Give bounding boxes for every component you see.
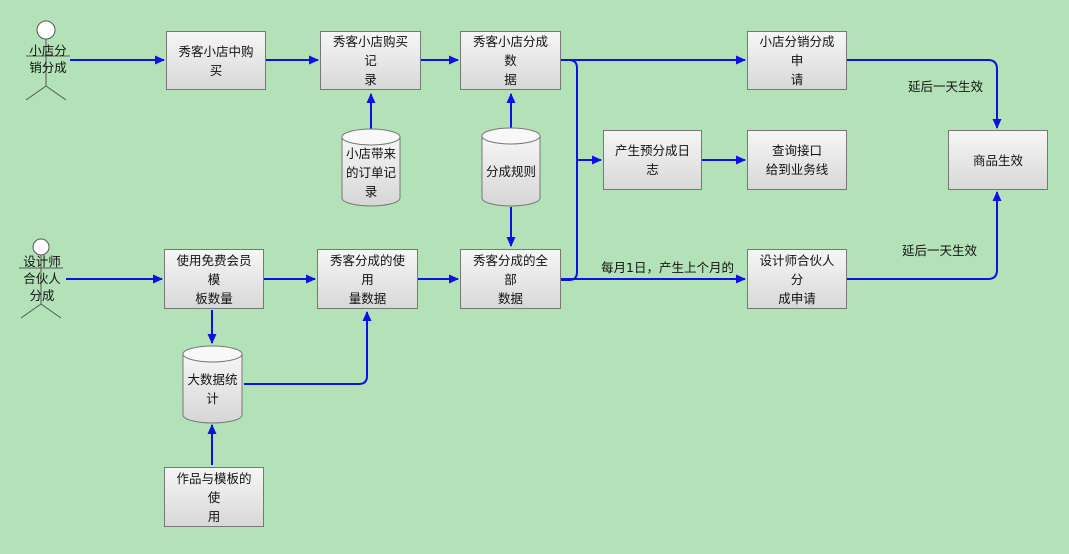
datastore-label: 分成规则 (485, 163, 536, 179)
cylinder-icon (481, 127, 541, 207)
datastore-big-data-stats: 大数据统 计 (182, 344, 243, 425)
edge-label-delay-bottom: 延后一天生效 (902, 243, 978, 258)
actor-shop-distribution: 小店分 销分成 (20, 18, 80, 103)
cylinder-icon (341, 128, 401, 207)
node-commission-usage-data: 秀客分成的使用 量数据 (317, 249, 418, 309)
edge-label-monthly: 每月1日，产生上个月的 (601, 260, 734, 275)
edge-bigdata-to-usage (244, 311, 372, 385)
node-shop-purchase-records: 秀客小店购买记 录 (320, 31, 421, 90)
node-shop-distribution-request: 小店分销分成申 请 (747, 31, 847, 90)
node-shop-commission-data: 秀客小店分成数 据 (460, 31, 561, 90)
datastore-shop-orders: 小店带来 的订单记 录 (341, 128, 401, 208)
stick-figure-icon (25, 20, 70, 101)
node-pre-commission-log: 产生预分成日志 (603, 130, 702, 190)
stick-figure-icon (19, 238, 63, 319)
edge-request-to-effective (847, 59, 1002, 129)
node-goods-effective: 商品生效 (948, 130, 1048, 190)
node-free-member-templates: 使用免费会员模 板数量 (164, 249, 264, 309)
datastore-label: 小店带来 的订单记 录 (345, 145, 396, 199)
node-buy-in-shop: 秀客小店中购买 (166, 31, 266, 90)
node-all-commission-data: 秀客分成的全部 数据 (460, 249, 561, 309)
datastore-commission-rules: 分成规则 (481, 126, 541, 208)
datastore-label: 大数据统 计 (187, 371, 238, 406)
actor-designer-partner: 设计师 合伙人 分成 (15, 236, 75, 321)
edge-designer-to-effective (847, 191, 1002, 280)
node-query-api: 查询接口 给到业务线 (747, 130, 847, 190)
edge-shopdata-to-log (561, 59, 578, 281)
cylinder-icon (182, 345, 243, 424)
actor-label-shop: 小店分 销分成 (29, 43, 67, 75)
node-designer-partner-request: 设计师合伙人分 成申请 (747, 249, 847, 309)
edge-label-delay-top: 延后一天生效 (908, 79, 984, 94)
node-works-template-usage: 作品与模板的使 用 (164, 467, 264, 527)
actor-label-designer: 设计师 合伙人 分成 (23, 254, 61, 303)
